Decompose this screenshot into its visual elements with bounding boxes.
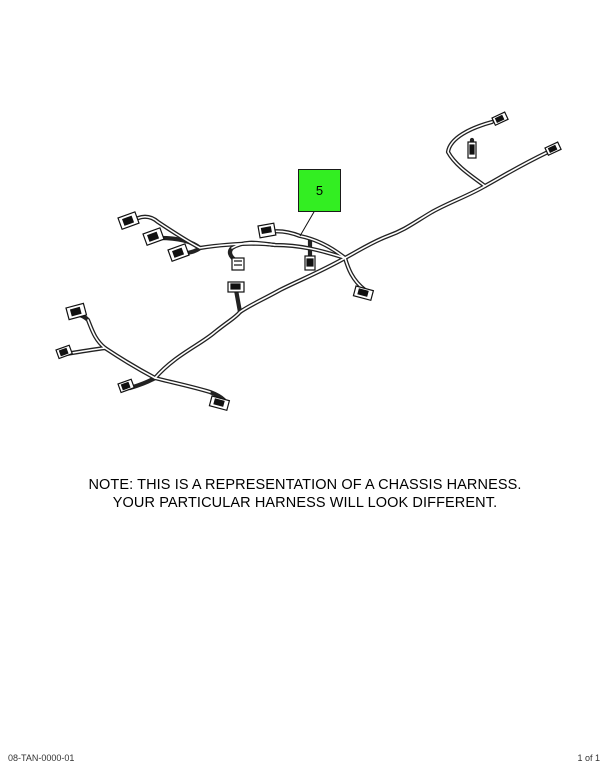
- connector-callout: [257, 222, 277, 239]
- callout-label: 5: [315, 183, 324, 198]
- connector-vertical-small: [231, 257, 245, 271]
- connector-lower-left-1: [65, 302, 88, 321]
- connector-top-right-2: [544, 141, 562, 157]
- connector-mid: [227, 281, 245, 293]
- connector-callout-drop: [304, 255, 316, 271]
- connector-top-right-1: [491, 111, 509, 127]
- chassis-harness-illustration: [55, 111, 562, 412]
- connector-top-right-3: [467, 141, 477, 159]
- connector-right-drop: [352, 285, 375, 302]
- harness-trunk: [152, 149, 551, 381]
- footer-page: 1 of 1: [577, 753, 600, 763]
- note-text: NOTE: THIS IS A REPRESENTATION OF A CHAS…: [0, 476, 610, 512]
- footer-doc-id: 08-TAN-0000-01: [8, 753, 75, 763]
- connector-top-left-2: [142, 227, 165, 247]
- connector-top-left-1: [117, 211, 140, 231]
- callout-box-5[interactable]: 5: [298, 169, 341, 212]
- note-line-1: NOTE: THIS IS A REPRESENTATION OF A CHAS…: [88, 477, 522, 493]
- connector-lower-left-2: [55, 344, 74, 360]
- connector-top-left-3: [167, 243, 190, 263]
- harness-branch-lower-left: [69, 312, 158, 381]
- connector-lower-left-3: [117, 378, 136, 394]
- note-line-2: YOUR PARTICULAR HARNESS WILL LOOK DIFFER…: [112, 495, 498, 511]
- connector-lower-right: [208, 395, 231, 412]
